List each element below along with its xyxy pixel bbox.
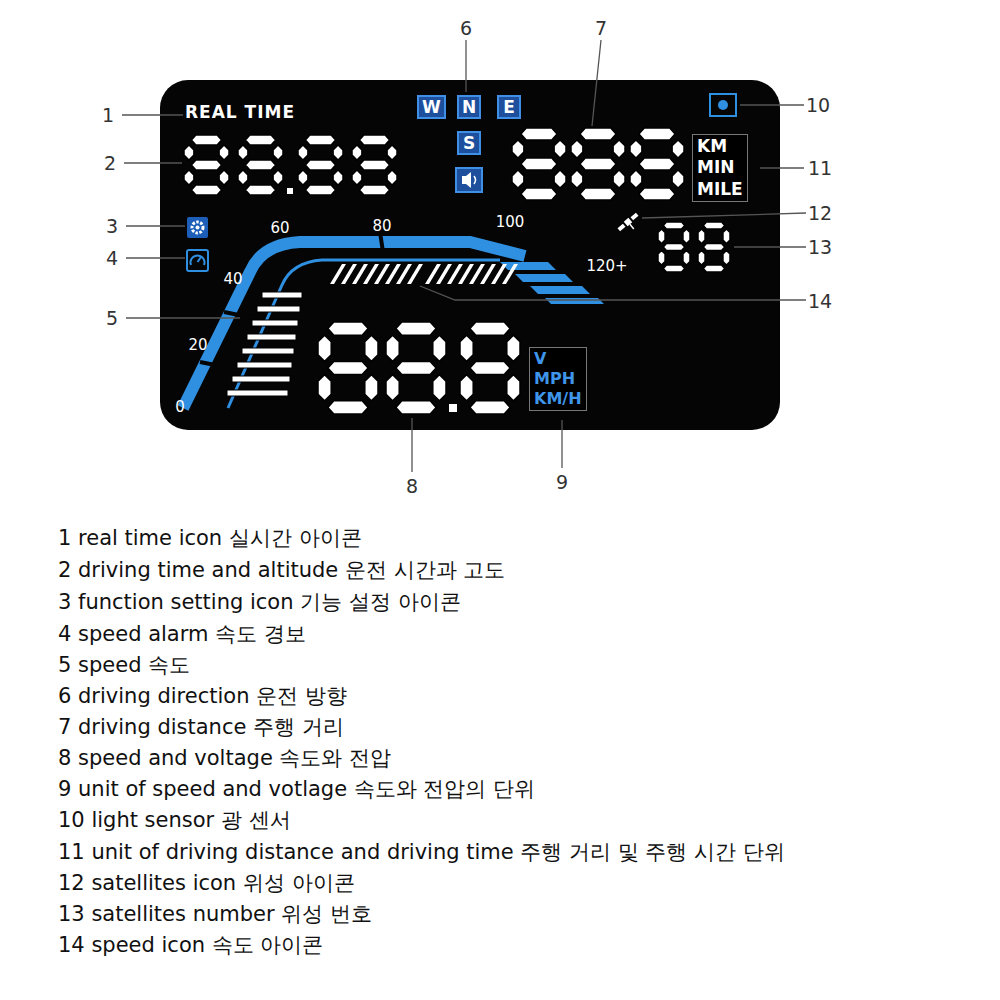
legend-description: 11 unit of driving distance and driving … [58,838,785,866]
digit [318,322,378,414]
direction-box: N [457,95,481,119]
callout-number: 9 [556,471,568,493]
unit-text: V [534,349,582,369]
callout-number: 2 [104,152,116,174]
direction-box: W [417,95,446,119]
light-sensor [710,94,736,116]
scale-number: 0 [175,400,185,415]
seven-segment-digits [184,128,730,414]
scale-number: 40 [223,272,242,287]
legend-description: 6 driving direction 운전 방향 [58,682,347,710]
speed-arc [183,242,525,408]
unit-box: KMMINMILE [692,134,748,202]
digit [298,135,343,195]
unit-text: S [462,133,476,153]
speaker-icon [456,168,482,192]
unit-text: MPH [534,369,582,389]
speed-icon-stripes [227,264,518,396]
callout-number: 13 [808,236,832,258]
speed-alarm-icon [187,250,208,271]
unit-text: MILE [697,179,743,200]
digit [658,222,690,272]
real-time-label: REAL TIME [185,104,295,121]
display-panel [160,80,780,430]
callout-number: 10 [806,94,830,116]
legend-description: 5 speed 속도 [58,651,190,679]
scale-number: 120+ [586,259,627,274]
callout-number: 8 [406,475,418,497]
callout-number: 11 [808,157,832,179]
decimal-point [287,188,293,194]
function-setting-icon [187,217,208,238]
legend-description: 7 driving distance 주행 거리 [58,713,344,741]
direction-box: E [497,95,521,119]
digit [630,128,684,200]
legend-description: 8 speed and voltage 속도와 전압 [58,744,391,772]
unit-text: MIN [697,157,743,178]
callout-number: 6 [460,17,472,39]
callout-number: 5 [106,307,118,329]
unit-text: W [422,97,441,117]
callout-number: 4 [106,247,118,269]
digit [238,135,283,195]
callout-number: 1 [102,104,114,126]
gear-symbol [192,222,203,233]
digit [386,322,446,414]
scale-number: 80 [372,219,391,234]
satellite-icon [617,212,643,237]
digit [460,322,520,414]
legend-description: 1 real time icon 실시간 아이콘 [58,524,362,552]
digit [352,135,397,195]
legend-description: 14 speed icon 속도 아이콘 [58,931,323,959]
scale-number: 60 [270,221,289,236]
decimal-point [449,404,457,412]
speed-arc-gaps [200,232,383,368]
digit [698,222,730,272]
legend-description: 2 driving time and altitude 운전 시간과 고도 [58,556,505,584]
legend-description: 9 unit of speed and votlage 속도와 전압의 단위 [58,775,535,803]
hud-panel: REAL TIME608010040200120+WNESKMMINMILEVM… [160,80,780,430]
unit-text: E [502,97,516,117]
digit [184,135,229,195]
callout-number: 3 [106,215,118,237]
scale-number: 100 [496,215,525,230]
direction-box: S [457,131,481,155]
unit-text: N [462,97,476,117]
unit-text: KM/H [534,389,582,409]
speed-arc-inner [228,260,500,408]
callout-number: 12 [808,202,832,224]
legend-description: 13 satellites number 위성 번호 [58,900,372,928]
callout-number: 7 [595,17,607,39]
unit-text: KM [697,136,743,157]
legend-description: 10 light sensor 광 센서 [58,806,291,834]
leader-lines [122,40,806,472]
callout-number: 14 [808,290,832,312]
digit [571,128,625,200]
digit [512,128,566,200]
legend-description: 12 satellites icon 위성 아이콘 [58,869,355,897]
legend-description: 4 speed alarm 속도 경보 [58,620,306,648]
legend-description: 3 function setting icon 기능 설정 아이콘 [58,588,461,616]
unit-box: VMPHKM/H [529,347,587,411]
scale-number: 20 [188,338,207,353]
